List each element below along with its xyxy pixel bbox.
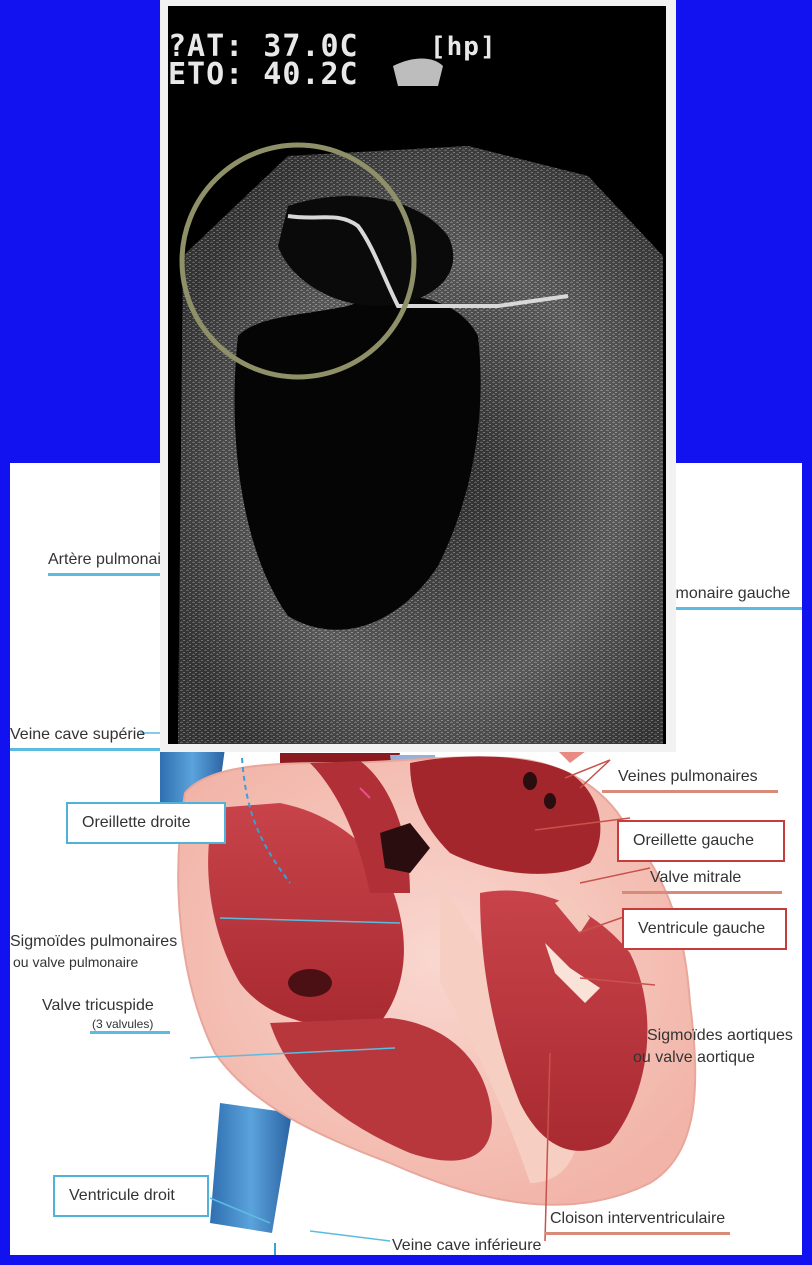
label-ou-valve-aortique: ou valve aortique — [633, 1049, 755, 1067]
underline-arteria-pulmonaire — [48, 573, 178, 576]
pulmonary-vein-opening-2 — [544, 793, 556, 809]
inferior-vena-cava — [210, 1103, 292, 1233]
probe-artifact — [393, 59, 443, 87]
label-valve-mitrale: Valve mitrale — [650, 869, 741, 887]
underline-cloison-interventriculaire — [545, 1232, 730, 1235]
underline-veine-cave-superieure — [10, 748, 162, 751]
label-veines-pulmonaires: Veines pulmonaires — [618, 768, 758, 786]
ultrasound-scan — [168, 6, 666, 744]
tricuspid-opening — [288, 969, 332, 997]
box-ventricule-gauche: Ventricule gauche — [622, 908, 787, 950]
pulmonary-vein-opening-1 — [523, 772, 537, 790]
underline-veines-pulmonaires — [602, 790, 778, 793]
echocardiogram-frame: ?AT: 37.0C ETO: 40.2C [hp] — [160, 0, 676, 752]
box-ventricule-droit: Ventricule droit — [53, 1175, 209, 1217]
label-veine-cave-superieure: Veine cave supérie — [10, 726, 145, 744]
label-cloison-interventriculaire: Cloison interventriculaire — [550, 1210, 725, 1228]
box-oreillette-gauche: Oreillette gauche — [617, 820, 785, 862]
label-arteria-pulmonaire: Artère pulmonai — [48, 551, 161, 569]
underline-valve-mitrale — [622, 891, 782, 894]
temperature-readout-line2: ETO: 40.2C — [168, 60, 359, 90]
label-sigmoides-pulmonaires: Sigmoïdes pulmonaires — [10, 933, 177, 951]
box-oreillette-droite: Oreillette droite — [66, 802, 226, 844]
label-valve-tricuspide: Valve tricuspide — [42, 997, 154, 1015]
label-veine-cave-inferieure: Veine cave inférieure — [392, 1237, 541, 1255]
echocardiogram-image: ?AT: 37.0C ETO: 40.2C [hp] — [168, 6, 666, 744]
label-sigmoides-aortiques: Sigmoïdes aortiques — [647, 1027, 793, 1045]
label-veines-pulmonaires-gauche: lmonaire gauche — [672, 585, 790, 603]
underline-veines-pulmonaires-gauche — [672, 607, 802, 610]
underline-valve-tricuspide — [90, 1031, 170, 1034]
label-ou-valve-pulmonaire: ou valve pulmonaire — [13, 953, 138, 971]
probe-tag: [hp] — [430, 32, 497, 62]
